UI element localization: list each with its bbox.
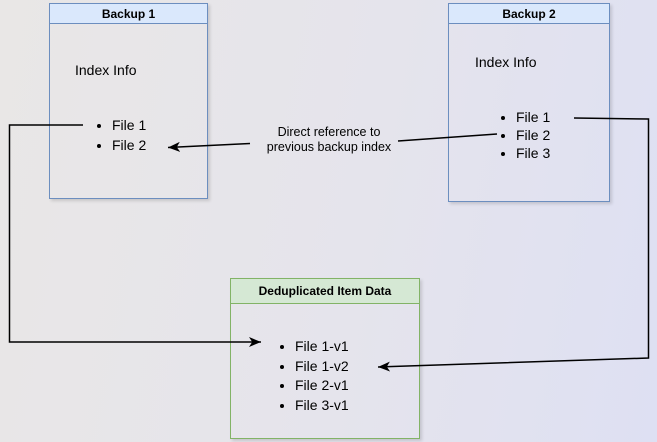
- backup2-file-item: File 2: [516, 126, 550, 144]
- edge-label-line1: Direct reference to: [277, 125, 381, 139]
- backup2-index-info-label: Index Info: [475, 54, 537, 70]
- deduplicated-item-data-title: Deduplicated Item Data: [258, 284, 392, 298]
- direct-reference-edge-label: Direct reference to previous backup inde…: [243, 125, 415, 155]
- backup2-file-item: File 1: [516, 108, 550, 126]
- edge-label-line2: previous backup index: [266, 140, 392, 154]
- deduplicated-file-item: File 2-v1: [295, 376, 349, 396]
- backup1-header: Backup 1: [50, 4, 207, 24]
- backup2-file-item: File 3: [516, 144, 550, 162]
- deduplicated-file-list: File 1-v1 File 1-v2 File 2-v1 File 3-v1: [277, 337, 349, 415]
- backup1-index-info-label: Index Info: [75, 62, 137, 78]
- deduplicated-file-item: File 1-v2: [295, 357, 349, 377]
- deduplicated-file-item: File 1-v1: [295, 337, 349, 357]
- backup2-box: Backup 2: [448, 3, 610, 202]
- backup2-title: Backup 2: [502, 6, 556, 21]
- backup1-box: Backup 1: [49, 3, 208, 199]
- deduplicated-file-item: File 3-v1: [295, 396, 349, 416]
- backup1-file-item: File 1: [112, 115, 146, 135]
- backup1-title: Backup 1: [101, 6, 156, 21]
- backup1-file-list: File 1 File 2: [94, 115, 146, 155]
- backup1-file-item: File 2: [112, 135, 146, 155]
- backup2-file-list: File 1 File 2 File 3: [498, 108, 550, 162]
- deduplicated-item-data-header: Deduplicated Item Data: [231, 279, 419, 304]
- backup2-header: Backup 2: [449, 4, 609, 24]
